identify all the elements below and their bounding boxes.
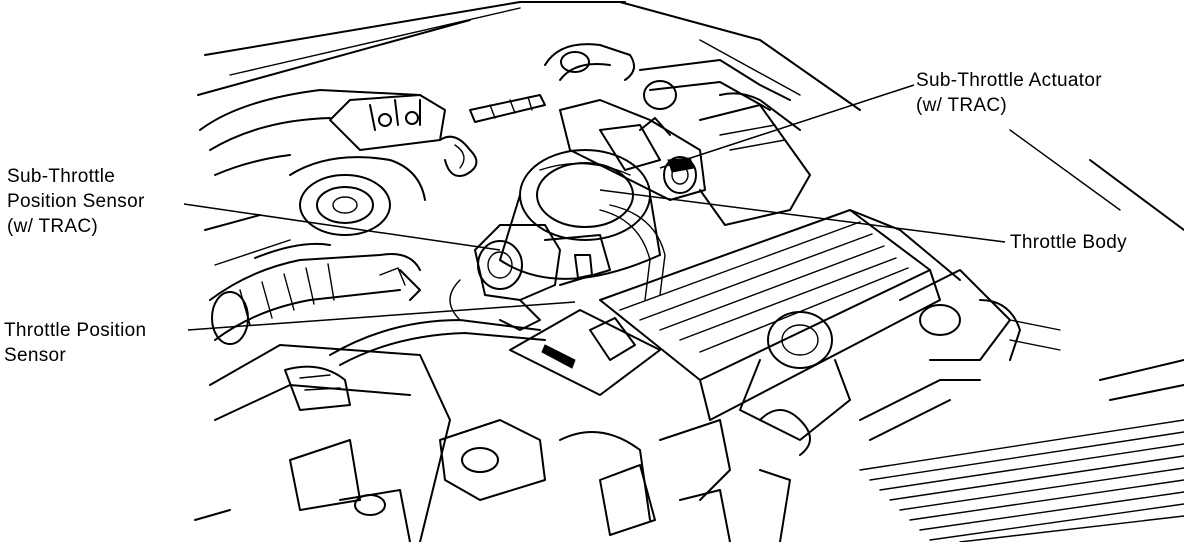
label-throttle-body: Throttle Body [1010,230,1127,255]
lower-middle-components [439,419,731,542]
leader-sub-throttle-actuator [659,84,915,169]
label-sub-throttle-position-sensor: Sub-Throttle Position Sensor (w/ TRAC) [7,164,145,239]
hood-outline [197,1,1184,231]
leader-throttle-body [599,189,1006,243]
engine-cover [509,309,661,396]
wiring-harness [329,204,666,366]
label-line: Throttle Body [1010,232,1127,253]
label-line: Throttle Position [4,320,147,341]
label-line: Sub-Throttle Actuator [916,70,1102,91]
label-throttle-position-sensor: Throttle Position Sensor [4,318,146,368]
leader-sub-throttle-position-sensor [183,203,501,251]
leader-throttle-position-sensor [187,301,576,331]
air-intake-hose [209,242,421,345]
label-line: (w/ TRAC) [916,95,1008,116]
actuator-shape [559,99,706,201]
left-fender-area [199,89,426,266]
lower-left-components [194,267,451,542]
intake-plenum [599,209,961,421]
upper-bracket [329,94,546,177]
upper-hoses [544,43,801,131]
throttle-body-shape [499,149,661,280]
label-sub-throttle-actuator: Sub-Throttle Actuator (w/ TRAC) [916,68,1102,118]
right-lower-components [739,269,1061,456]
radiator-grille [759,359,1184,542]
label-line: (w/ TRAC) [7,216,99,237]
sensor-cluster [449,224,611,331]
label-line: Position Sensor [7,191,145,212]
leader-lines [183,84,1006,331]
right-cover [699,104,811,226]
label-line: Sub-Throttle [7,166,116,187]
label-line: Sensor [4,345,67,366]
